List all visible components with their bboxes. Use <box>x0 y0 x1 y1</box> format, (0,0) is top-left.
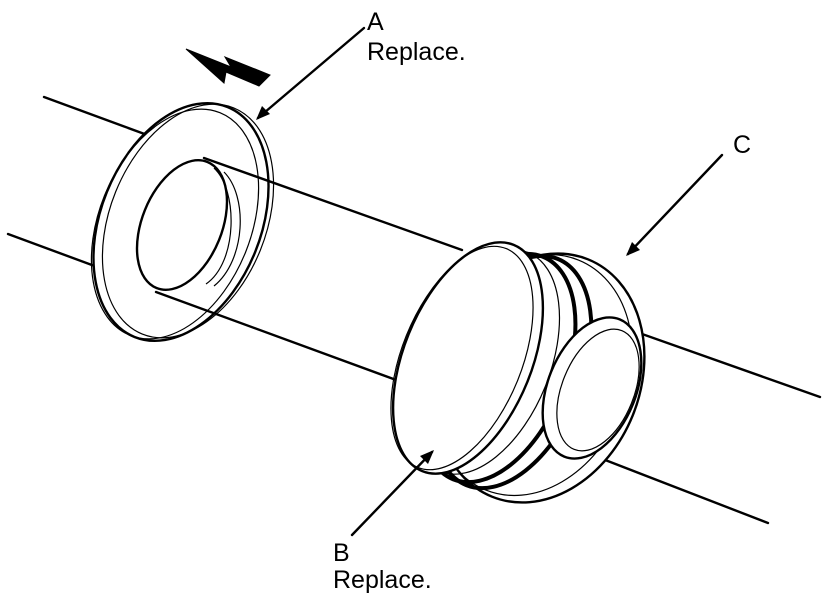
callout-b-letter: B <box>333 539 350 567</box>
shaft-right-top-edge <box>623 326 822 399</box>
shaft-right-bottom-edge <box>598 456 770 525</box>
shaft-left-top-edge <box>42 95 152 138</box>
leader-arrowhead-a <box>256 106 270 120</box>
callout-c-letter: C <box>733 131 752 159</box>
shaft-left-bottom-edge <box>6 232 102 270</box>
callout-b-note: Replace. <box>333 566 432 594</box>
leader-line-b <box>350 450 434 537</box>
leader-arrowhead-c <box>626 242 640 256</box>
leader-line-a <box>256 26 366 120</box>
leader-arrowhead-b <box>420 450 434 464</box>
callout-a-note: Replace. <box>367 38 466 66</box>
seal-assembly <box>390 241 646 504</box>
callout-a-letter: A <box>367 8 384 36</box>
shaft-middle <box>135 156 464 390</box>
direction-arrow-icon <box>185 48 271 87</box>
leader-line-c <box>626 153 724 256</box>
